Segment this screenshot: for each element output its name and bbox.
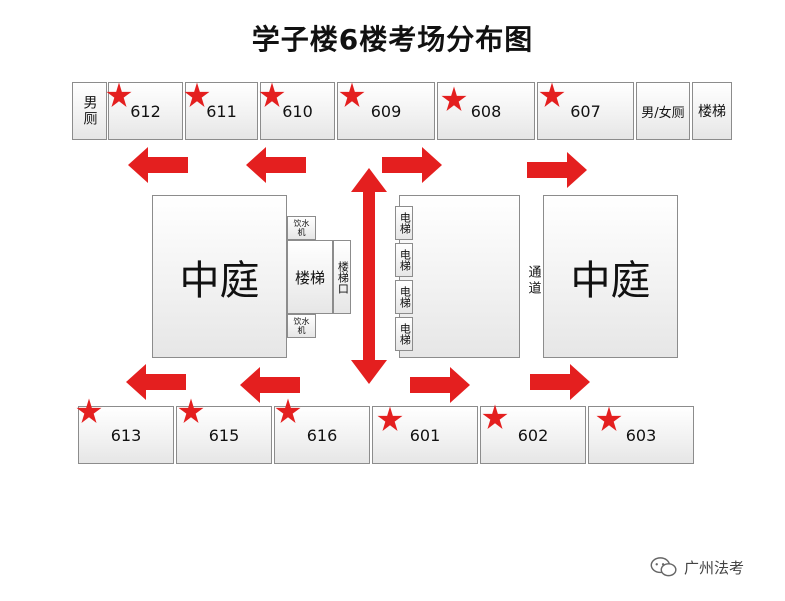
water-dispenser-top: 饮水机 xyxy=(287,216,316,240)
room-612: 612 xyxy=(108,82,183,140)
star-icon xyxy=(482,404,508,429)
room-label: 610 xyxy=(282,101,313,121)
elevator-label: 电梯 xyxy=(398,212,412,234)
watermark: 广州法考 xyxy=(650,553,770,581)
courtyard-left-label: 中庭 xyxy=(179,257,260,304)
star-icon xyxy=(178,398,204,423)
stair-entrance-label: 楼梯口 xyxy=(336,260,350,294)
chat-bubble-icon xyxy=(650,557,677,577)
arrow-left-icon xyxy=(126,364,186,400)
arrow-right-icon xyxy=(530,364,590,400)
restroom-male: 男厕 xyxy=(72,82,107,140)
courtyard-right: 中庭 xyxy=(543,195,678,358)
elevator-label: 电梯 xyxy=(398,323,412,345)
room-label: 616 xyxy=(306,425,338,445)
room-601: 601 xyxy=(372,406,478,464)
room-label: 601 xyxy=(409,425,441,445)
room-label: 603 xyxy=(625,425,657,445)
star-icon xyxy=(184,82,210,107)
passage-text: 通道 xyxy=(525,265,541,297)
restroom-male-label: 男厕 xyxy=(81,95,98,127)
passage-label: 通道 xyxy=(522,258,542,304)
watermark-text: 广州法考 xyxy=(684,558,745,577)
stairs-top-label: 楼梯 xyxy=(698,104,726,120)
star-icon xyxy=(539,82,565,107)
elevator-4: 电梯 xyxy=(395,317,413,351)
star-icon xyxy=(596,406,622,431)
star-icon xyxy=(76,398,102,423)
courtyard-right-label: 中庭 xyxy=(570,257,651,304)
star-icon xyxy=(377,406,403,431)
arrow-left-icon xyxy=(240,367,300,403)
courtyard-left: 中庭 xyxy=(152,195,287,358)
vertical-double-arrow-icon xyxy=(351,168,387,384)
star-icon xyxy=(275,398,301,423)
arrow-left-icon xyxy=(128,147,188,183)
star-icon xyxy=(106,82,132,107)
star-icon xyxy=(259,82,285,107)
stairs-center-label: 楼梯 xyxy=(294,268,325,287)
restroom-unisex-label: 男/女厕 xyxy=(641,105,685,121)
water-dispenser-top-label: 饮水机 xyxy=(293,218,310,237)
room-label: 609 xyxy=(370,101,402,121)
room-label: 611 xyxy=(206,101,237,121)
elevator-3: 电梯 xyxy=(395,280,413,314)
room-label: 613 xyxy=(110,425,142,445)
elevator-label: 电梯 xyxy=(398,286,412,308)
restroom-unisex: 男/女厕 xyxy=(636,82,690,140)
elevator-1: 电梯 xyxy=(395,206,413,240)
star-icon xyxy=(339,82,365,107)
arrow-left-icon xyxy=(246,147,306,183)
stairs-top: 楼梯 xyxy=(692,82,732,140)
star-icon xyxy=(441,86,467,111)
room-label: 615 xyxy=(208,425,240,445)
room-label: 602 xyxy=(517,425,549,445)
room-label: 607 xyxy=(570,101,601,121)
elevator-2: 电梯 xyxy=(395,243,413,277)
arrow-right-icon xyxy=(382,147,442,183)
page-title: 学子楼6楼考场分布图 xyxy=(251,23,534,56)
arrow-right-icon xyxy=(410,367,470,403)
elevator-label: 电梯 xyxy=(398,249,412,271)
room-label: 612 xyxy=(130,101,161,121)
room-603: 603 xyxy=(588,406,694,464)
stairs-center: 楼梯 xyxy=(287,240,333,314)
water-dispenser-bottom: 饮水机 xyxy=(287,314,316,338)
room-label: 608 xyxy=(470,101,502,121)
water-dispenser-bottom-label: 饮水机 xyxy=(293,316,310,335)
elevator-block xyxy=(399,195,520,358)
arrow-right-icon xyxy=(527,152,587,188)
stair-entrance: 楼梯口 xyxy=(333,240,351,314)
